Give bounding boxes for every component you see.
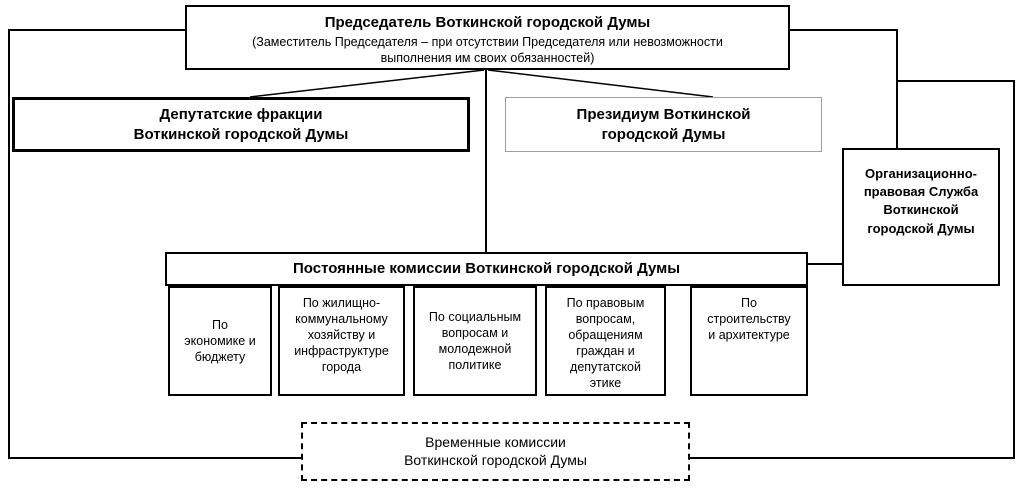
org-legal-service-label: Организационно- правовая Служба Воткинск… [863, 166, 979, 236]
commission-label: По правовым вопросам, обращениям граждан… [566, 296, 645, 390]
chairman-box: Председатель Воткинской городской Думы (… [185, 5, 790, 70]
commission-box-housing-infrastructure: По жилищно- коммунальному хозяйству и ин… [278, 286, 405, 396]
commission-box-economy-budget: По экономике и бюджету [168, 286, 272, 396]
commission-box-construction-architecture: По строительству и архитектуре [690, 286, 808, 396]
temporary-commissions-label: Временные комиссии Воткинской городской … [404, 433, 587, 468]
commission-label: По строительству и архитектуре [707, 296, 791, 342]
commission-label: По экономике и бюджету [184, 318, 256, 364]
temporary-commissions-box: Временные комиссии Воткинской городской … [301, 422, 690, 481]
commission-box-social-youth: По социальным вопросам и молодежной поли… [413, 286, 537, 396]
permanent-commissions-title: Постоянные комиссии Воткинской городской… [292, 260, 681, 278]
presidium-label: Президиум Воткинской городской Думы [576, 106, 751, 143]
commission-label: По жилищно- коммунальному хозяйству и ин… [294, 296, 389, 374]
permanent-commissions-header: Постоянные комиссии Воткинской городской… [165, 252, 808, 286]
connector-diagonal-factions [249, 69, 485, 98]
connector-diagonal-presidium [487, 69, 714, 98]
connector-right-hook [690, 80, 1015, 459]
presidium-box: Президиум Воткинской городской Думы [505, 97, 822, 152]
commission-label: По социальным вопросам и молодежной поли… [428, 310, 522, 372]
chairman-title: Председатель Воткинской городской Думы [324, 14, 651, 31]
commission-box-legal-ethics: По правовым вопросам, обращениям граждан… [545, 286, 666, 396]
connector-right-to-orglegal [790, 29, 898, 148]
chairman-subtitle: (Заместитель Председателя – при отсутств… [252, 35, 723, 66]
deputy-factions-box: Депутатские фракции Воткинской городской… [12, 97, 470, 152]
connector-left-hook [8, 29, 301, 459]
org-legal-service-box: Организационно- правовая Служба Воткинск… [842, 148, 1000, 286]
deputy-factions-label: Депутатские фракции Воткинской городской… [133, 106, 349, 143]
